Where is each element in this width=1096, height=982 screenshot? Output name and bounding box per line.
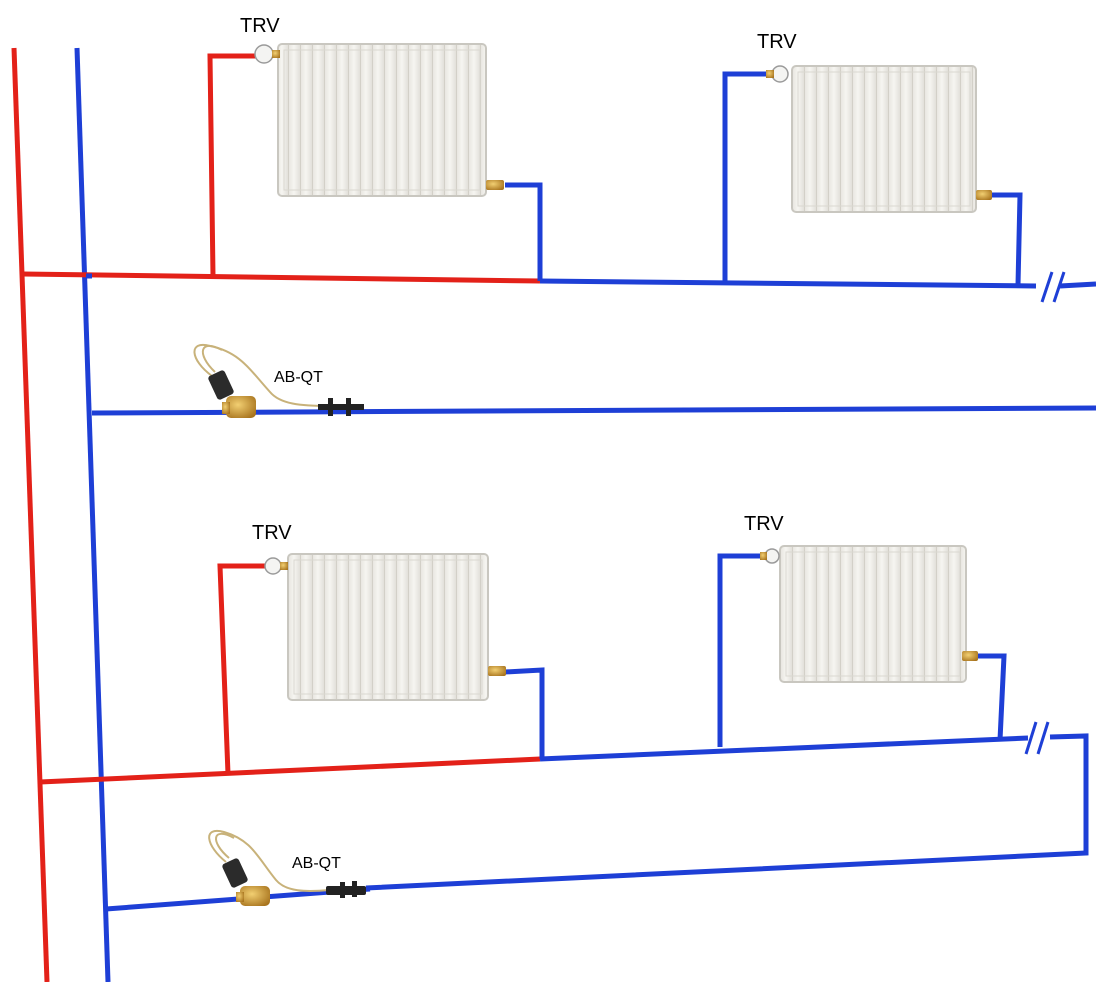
floor2-radiator2-return xyxy=(975,653,1007,741)
radiator-floor2-left xyxy=(287,553,489,701)
floor2-return-to-loop xyxy=(365,733,1089,891)
pipe-break-icon xyxy=(1024,721,1050,755)
pipe-break-icon xyxy=(1040,271,1066,303)
floor1-radiator1-return xyxy=(505,182,543,281)
floor2-radiator2-supply xyxy=(717,553,760,747)
measuring-nipple-icon xyxy=(326,881,366,898)
trv-label: TRV xyxy=(744,513,784,535)
trv-label: TRV xyxy=(240,15,280,37)
floor1-abqt-return-line xyxy=(91,405,1096,416)
radiator-floor1-right xyxy=(791,65,977,213)
measuring-nipple-icon xyxy=(318,398,364,416)
trv-label: TRV xyxy=(252,522,292,544)
trv-icon xyxy=(760,548,780,564)
trv-icon xyxy=(254,44,280,64)
trv-label: TRV xyxy=(757,31,797,53)
lockshield-valve-icon xyxy=(962,651,978,661)
floor1-supply-to-radiator1 xyxy=(207,53,260,277)
trv-icon xyxy=(766,65,789,83)
lockshield-valve-icon xyxy=(488,666,506,676)
radiator-floor2-right xyxy=(779,545,967,683)
return-riser xyxy=(74,47,111,982)
floor1-return-branch xyxy=(539,278,1037,289)
supply-riser xyxy=(11,47,50,982)
abqt-label: AB-QT xyxy=(292,855,341,872)
floor1-supply-branch xyxy=(22,271,541,284)
floor2-supply-branch xyxy=(39,756,541,785)
abqt-valve-icon xyxy=(193,343,331,418)
floor2-supply-to-radiator1 xyxy=(217,563,268,775)
floor1-radiator2-return xyxy=(990,192,1023,286)
abqt-label: AB-QT xyxy=(274,369,323,386)
lockshield-valve-icon xyxy=(486,180,504,190)
trv-icon xyxy=(264,557,288,575)
radiator-floor1-left xyxy=(277,43,487,197)
floor1-radiator2-supply xyxy=(722,71,770,282)
floor1-return-to-end xyxy=(1059,281,1096,289)
floor2-return-branch xyxy=(539,735,1029,762)
abqt-valve-icon xyxy=(208,829,331,906)
lockshield-valve-icon xyxy=(976,190,992,200)
floor2-radiator1-return xyxy=(504,667,545,759)
